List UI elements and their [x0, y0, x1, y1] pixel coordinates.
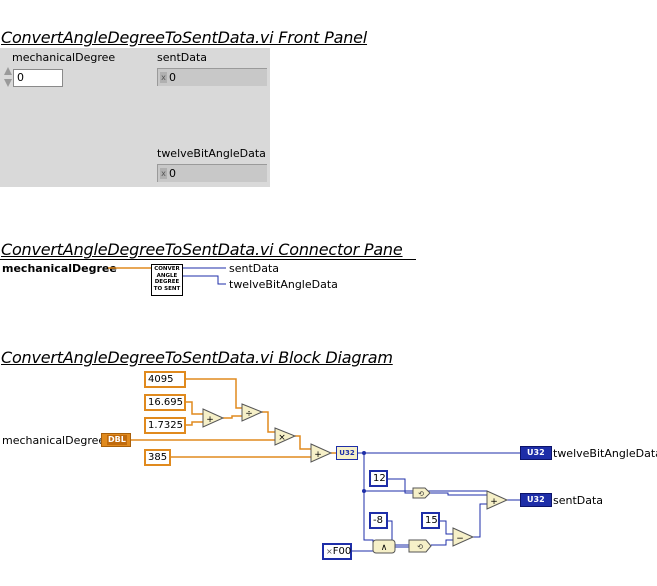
constant-12[interactable]: 12 — [369, 470, 388, 487]
mechanical-degree-label: mechanicalDegree — [12, 51, 116, 64]
constant-minus-8[interactable]: -8 — [369, 512, 388, 529]
icon-text-line: ANGLE — [156, 272, 178, 279]
connector-input-label: mechanicalDegree — [2, 262, 117, 275]
mechanical-degree-input[interactable]: 0 — [13, 69, 63, 87]
multiply-node — [274, 427, 297, 446]
add-symbol: + — [314, 450, 322, 460]
hex-radix-marker: × — [326, 547, 333, 556]
to-u32-conversion[interactable]: U32 — [336, 446, 358, 460]
sent-data-indicator-terminal[interactable]: U32 — [520, 493, 552, 507]
rotate-symbol: ⟲ — [417, 543, 423, 551]
add-node — [310, 443, 333, 463]
dbl-type-label: DBL — [107, 435, 127, 445]
twelve-bit-angle-data-label: twelveBitAngleData — [157, 147, 266, 160]
bd-input-label: mechanicalDegree — [2, 434, 106, 447]
bd-output-sent-data-label: sentData — [553, 494, 604, 507]
constant-15[interactable]: 15 — [421, 512, 440, 529]
connector-pane-divider — [0, 259, 416, 260]
front-panel-title: ConvertAngleDegreeToSentData.vi Front Pa… — [1, 28, 368, 47]
u32-type-label: U32 — [527, 448, 545, 457]
and-symbol: ∧ — [381, 543, 388, 553]
hex-value: F00 — [332, 546, 352, 557]
block-diagram-title: ConvertAngleDegreeToSentData.vi Block Di… — [1, 348, 393, 367]
twelve-bit-angle-data-value: 0 — [169, 167, 176, 180]
add-node — [202, 408, 225, 428]
rotate-node — [408, 539, 432, 553]
twelve-bit-angle-data-indicator: x 0 — [157, 164, 267, 182]
multiply-symbol: × — [278, 433, 286, 443]
add-symbol: + — [206, 415, 214, 425]
divide-symbol: ÷ — [245, 409, 253, 419]
increment-decrement-icon[interactable] — [3, 66, 13, 88]
icon-text-line: TO SENT — [153, 285, 181, 292]
dbl-control-terminal[interactable]: DBL — [101, 433, 131, 447]
mechanical-degree-value: 0 — [17, 71, 24, 84]
connector-output-sent-data: sentData — [229, 262, 280, 275]
constant-hex-f00[interactable]: ×F00 — [322, 543, 352, 560]
constant-385[interactable]: 385 — [144, 449, 171, 466]
radix-icon[interactable]: x — [160, 72, 167, 83]
vi-icon: CONVER ANGLE DEGREE TO SENT — [151, 264, 183, 296]
radix-icon[interactable]: x — [160, 168, 167, 179]
subtract-node — [452, 527, 475, 547]
add-node — [486, 490, 509, 510]
bd-output-twelve-bit-label: twelveBitAngleData — [553, 447, 657, 460]
connector-pane-title: ConvertAngleDegreeToSentData.vi Connecto… — [1, 240, 403, 259]
icon-text-line: DEGREE — [154, 279, 180, 285]
sent-data-label: sentData — [157, 51, 208, 64]
connector-output-twelve-bit: twelveBitAngleData — [229, 278, 338, 291]
sent-data-value: 0 — [169, 71, 176, 84]
sent-data-indicator: x 0 — [157, 68, 267, 86]
subtract-symbol: − — [456, 534, 464, 544]
front-panel-area: mechanicalDegree 0 sentData x 0 twelveBi… — [0, 48, 270, 187]
twelve-bit-indicator-terminal[interactable]: U32 — [520, 446, 552, 460]
constant-1-7325[interactable]: 1.7325 — [144, 417, 186, 434]
rotate-symbol: ⟲ — [418, 490, 424, 498]
rotate-node — [412, 487, 431, 499]
constant-16-695[interactable]: 16.695 — [144, 394, 186, 411]
add-symbol: + — [490, 497, 498, 507]
icon-text-line: CONVER — [154, 266, 180, 272]
u32-type-label: U32 — [527, 495, 545, 504]
and-node — [372, 539, 396, 554]
constant-4095[interactable]: 4095 — [144, 371, 186, 388]
divide-node — [241, 403, 264, 422]
